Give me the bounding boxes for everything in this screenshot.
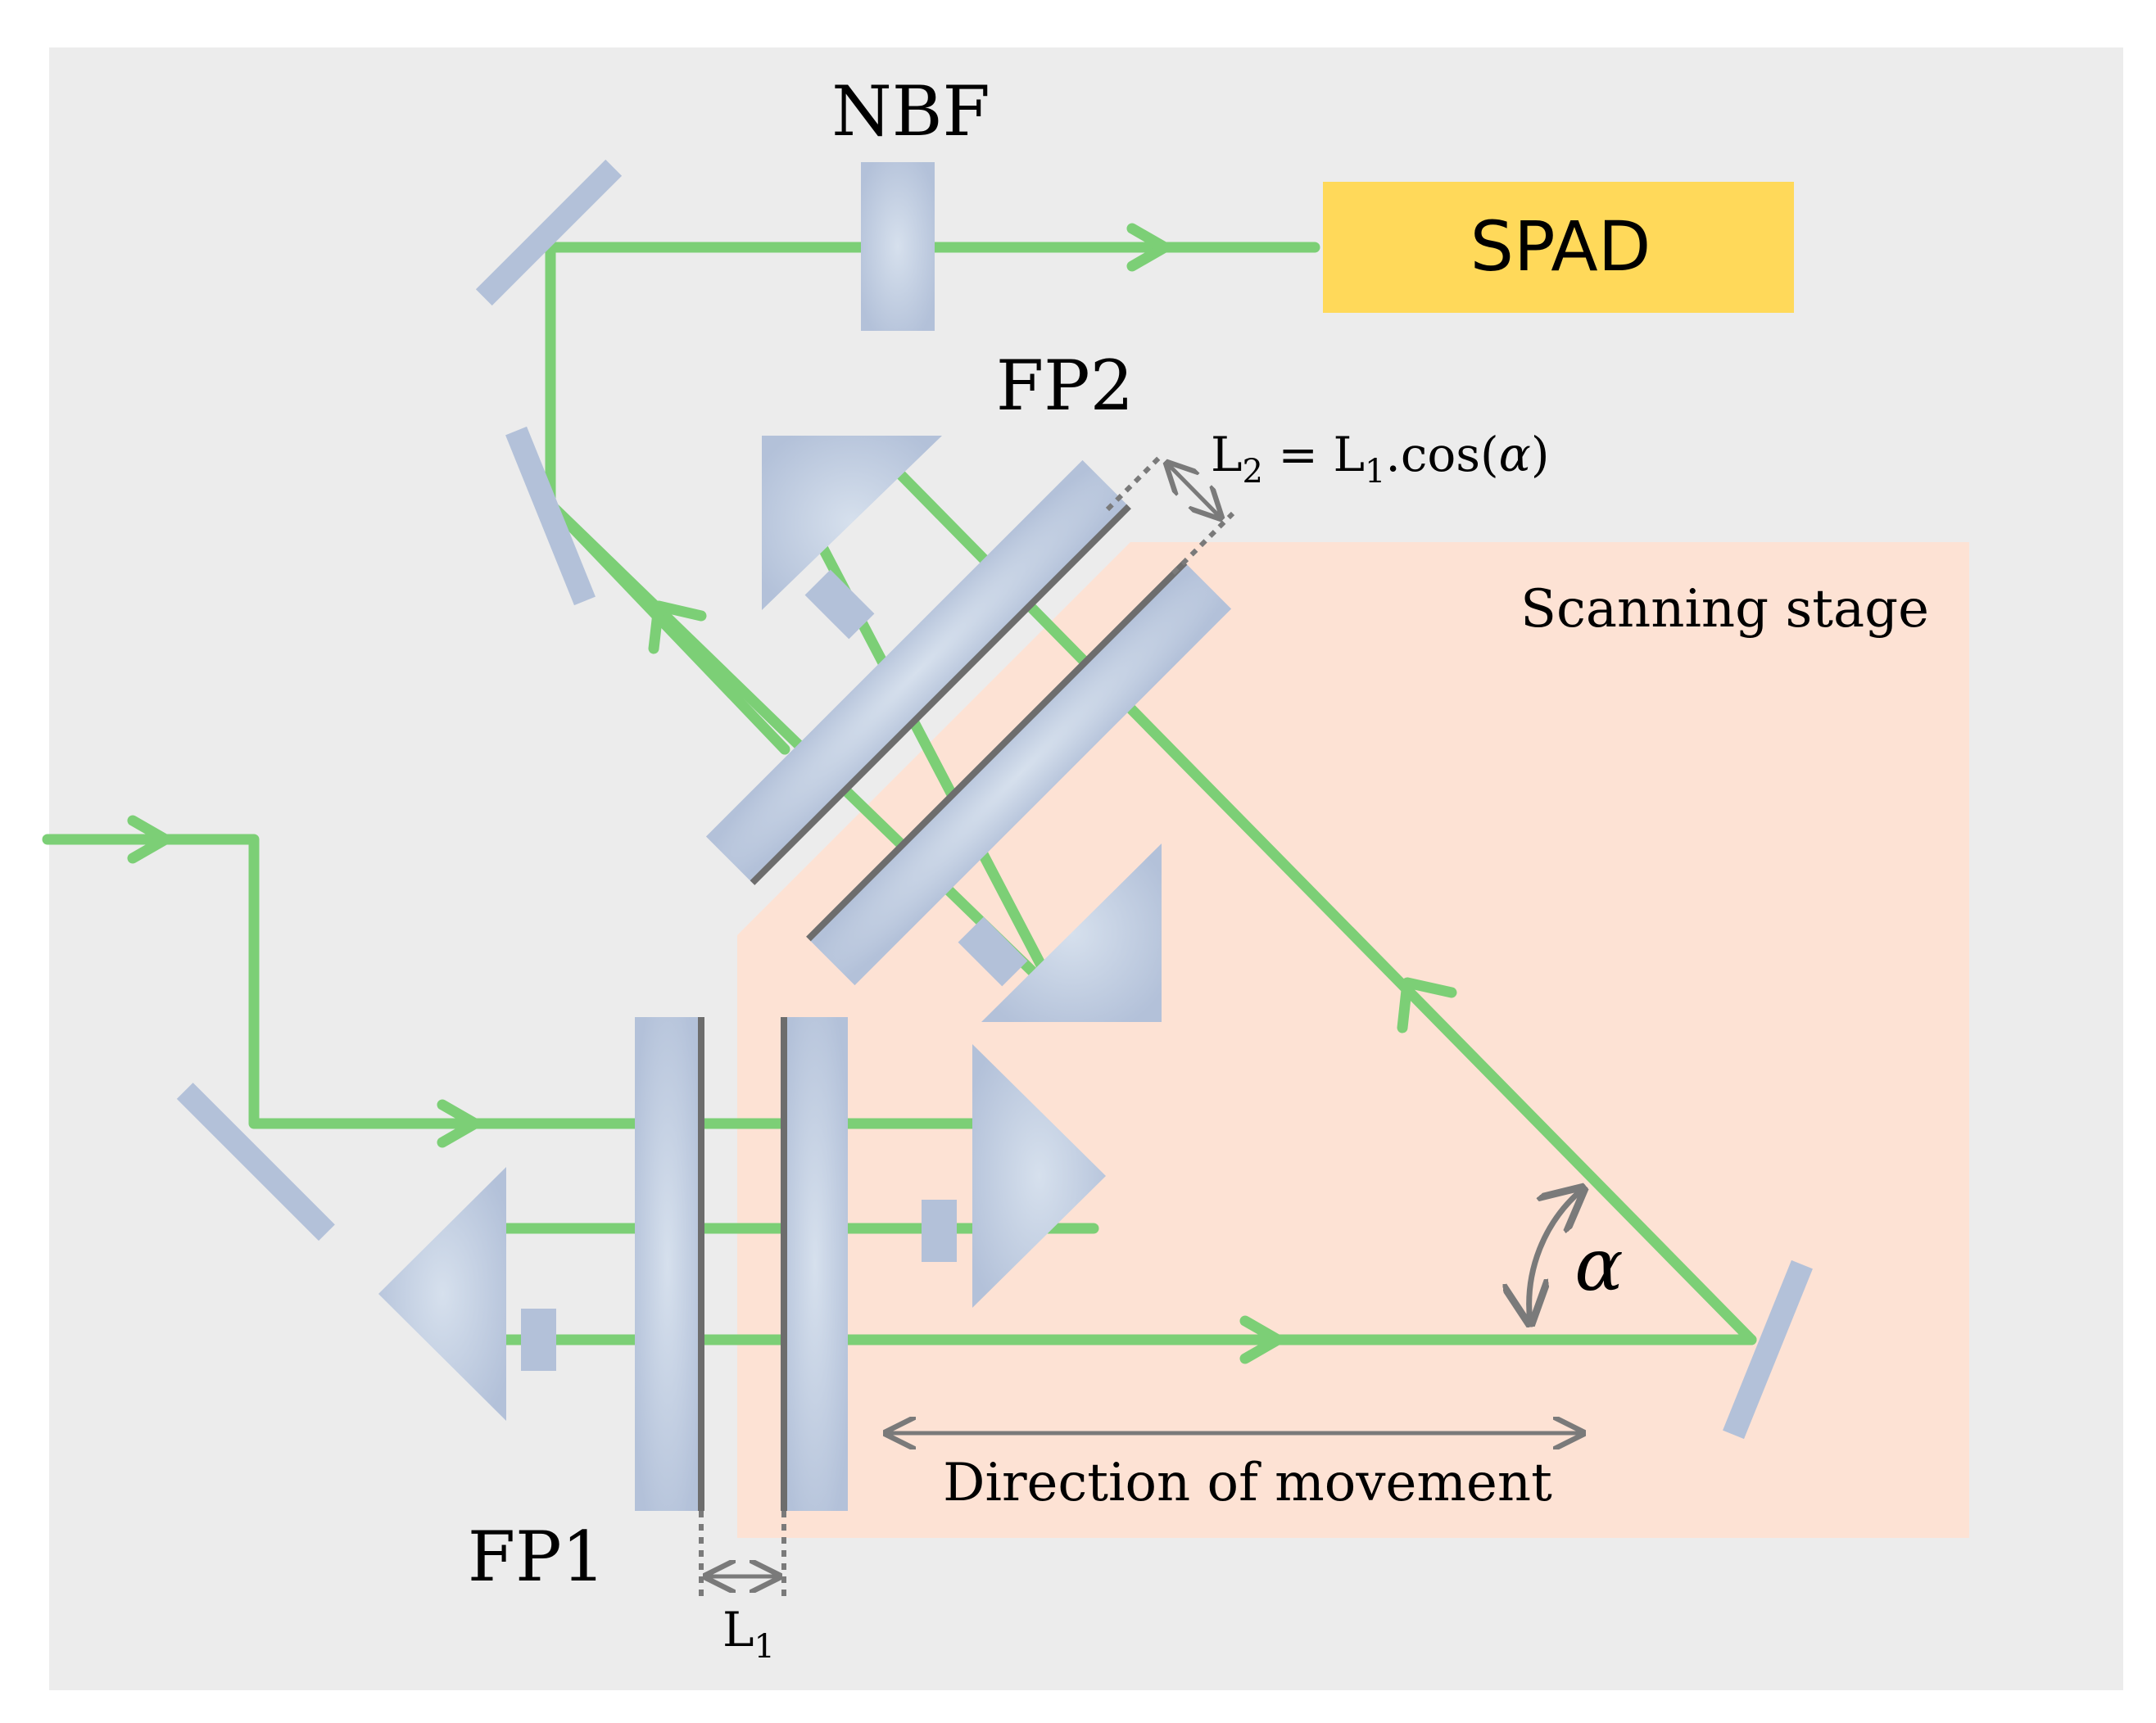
fp1-retroreflector-left-mount [521,1309,556,1371]
alpha-angle-arc [1529,1189,1583,1323]
mirror-input [176,1083,335,1241]
beam-direction-arrows [127,223,1457,1364]
fp1-retroreflector-right-mount [922,1200,957,1262]
arrow-return-diag [1397,977,1457,1033]
fp2-coating-lower [806,560,1188,942]
label-alpha: α [1574,1223,1623,1307]
label-scanning-stage: Scanning stage [1520,579,1929,640]
label-direction-of-movement: Direction of movement [943,1453,1552,1513]
fp1-retroreflector-right [972,1044,1106,1308]
fp2-retroreflector-upper-mount [804,569,875,640]
label-l1: L1 [722,1602,775,1666]
dimension-markers [699,453,1583,1597]
l2-dimension-arrow [1167,464,1221,518]
arrow-input [127,815,171,864]
mirrors [176,159,1813,1440]
fp2-plate-lower [808,562,1232,986]
beam-input [42,834,985,1129]
mirror-upper-left [505,426,596,606]
fp1-coating-right [781,1017,787,1511]
mirror-top-left [475,159,623,306]
fp1-retroreflector-left [378,1167,506,1421]
fp1-plate-right [782,1017,848,1511]
label-nbf: NBF [831,71,990,151]
fp2-retroreflector-upper [762,436,942,610]
mirror-return [1723,1259,1813,1440]
fp2-retroreflector-lower [981,843,1162,1022]
fp2-retroreflector-lower-mount [958,916,1028,987]
arrow-fp1-entry [437,1099,481,1148]
label-fp2: FP2 [996,346,1134,426]
label-l2-formula: L2 = L1.cos(α) [1211,427,1549,491]
narrow-band-filter [861,162,935,331]
label-fp1: FP1 [468,1517,605,1597]
arrow-spad [1126,223,1171,272]
fp2-plate-upper [705,459,1130,884]
fp1-plate-left [635,1017,700,1511]
arrow-fp1-exit [1239,1315,1284,1364]
fp2-coating-upper [750,504,1131,885]
label-spad: SPAD [1470,206,1651,287]
fp1-coating-left [698,1017,704,1511]
fp1-interferometer [378,1017,1106,1511]
spad-detector [1323,182,1794,313]
fp2-interferometer [705,436,1232,1022]
arrow-fp2-exit [648,600,707,654]
beam-to-fp2 [894,468,1757,1345]
